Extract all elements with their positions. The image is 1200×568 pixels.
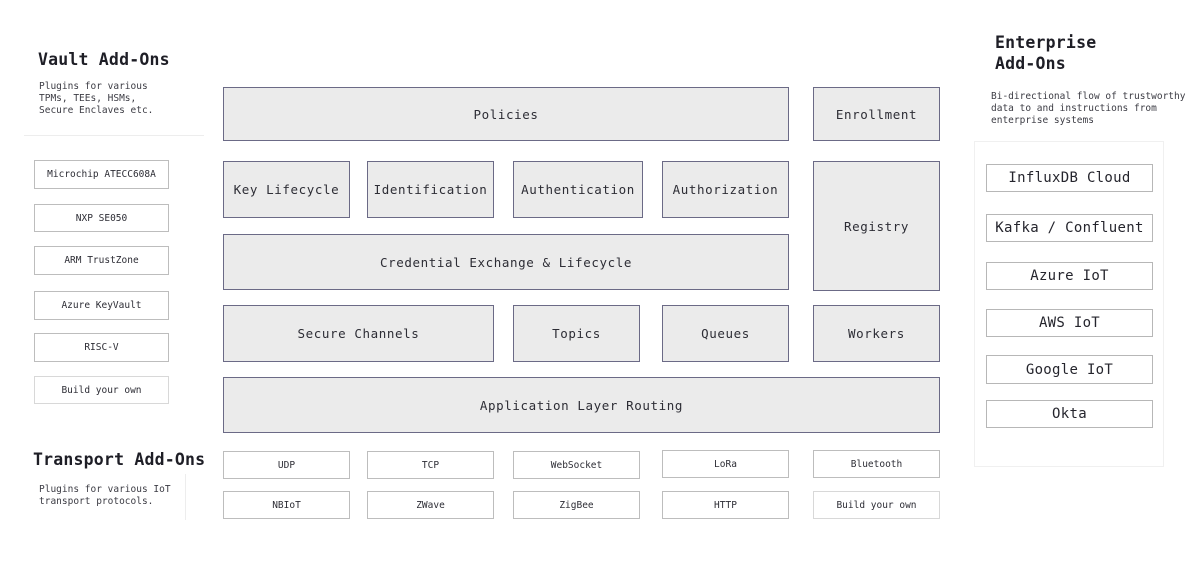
transport-desc-line: transport protocols. xyxy=(39,496,154,507)
transport-desc-line: Plugins for various IoT xyxy=(39,484,171,495)
transport-item-nbiot[interactable]: NBIoT xyxy=(223,491,350,519)
transport-item-zwave[interactable]: ZWave xyxy=(367,491,494,519)
enterprise-item-google-iot[interactable]: Google IoT xyxy=(986,355,1153,384)
credential-exchange-block: Credential Exchange & Lifecycle xyxy=(223,234,789,290)
policies-block: Policies xyxy=(223,87,789,141)
secure-channels-block: Secure Channels xyxy=(223,305,494,362)
transport-item-tcp[interactable]: TCP xyxy=(367,451,494,479)
transport-item-http[interactable]: HTTP xyxy=(662,491,789,519)
registry-block: Registry xyxy=(813,161,940,291)
vault-addons-heading: Vault Add-Ons xyxy=(38,50,170,69)
workers-block: Workers xyxy=(813,305,940,362)
transport-addons-description: Plugins for various IoT transport protoc… xyxy=(39,484,171,508)
enterprise-addons-heading: Enterprise Add-Ons xyxy=(995,32,1096,74)
authorization-block: Authorization xyxy=(662,161,789,218)
topics-block: Topics xyxy=(513,305,640,362)
enterprise-desc-line: enterprise systems xyxy=(991,115,1094,126)
enterprise-item-okta[interactable]: Okta xyxy=(986,400,1153,428)
enterprise-item-kafka-confluent[interactable]: Kafka / Confluent xyxy=(986,214,1153,242)
transport-item-bluetooth[interactable]: Bluetooth xyxy=(813,450,940,478)
vault-item-nxp-se050[interactable]: NXP SE050 xyxy=(34,204,169,232)
enrollment-block: Enrollment xyxy=(813,87,940,141)
enterprise-desc-line: data to and instructions from xyxy=(991,103,1157,114)
enterprise-desc-line: Bi-directional flow of trustworthy xyxy=(991,91,1186,102)
transport-divider xyxy=(185,474,186,520)
application-layer-routing-block: Application Layer Routing xyxy=(223,377,940,433)
transport-item-lora[interactable]: LoRa xyxy=(662,450,789,478)
enterprise-panel xyxy=(974,141,1164,467)
vault-desc-line: Plugins for various xyxy=(39,81,148,92)
enterprise-title-line: Add-Ons xyxy=(995,54,1066,73)
enterprise-title-line: Enterprise xyxy=(995,33,1097,52)
transport-addons-heading: Transport Add-Ons xyxy=(33,450,206,469)
transport-item-websocket[interactable]: WebSocket xyxy=(513,451,640,479)
vault-item-microchip-atecc608a[interactable]: Microchip ATECC608A xyxy=(34,160,169,189)
enterprise-item-influxdb-cloud[interactable]: InfluxDB Cloud xyxy=(986,164,1153,192)
vault-item-risc-v[interactable]: RISC-V xyxy=(34,333,169,362)
vault-item-build-your-own[interactable]: Build your own xyxy=(34,376,169,404)
vault-item-azure-keyvault[interactable]: Azure KeyVault xyxy=(34,291,169,320)
transport-item-zigbee[interactable]: ZigBee xyxy=(513,491,640,519)
transport-item-udp[interactable]: UDP xyxy=(223,451,350,479)
vault-desc-line: Secure Enclaves etc. xyxy=(39,105,154,116)
vault-addons-description: Plugins for various TPMs, TEEs, HSMs, Se… xyxy=(39,81,153,117)
key-lifecycle-block: Key Lifecycle xyxy=(223,161,350,218)
vault-divider xyxy=(24,135,204,136)
identification-block: Identification xyxy=(367,161,494,218)
enterprise-item-azure-iot[interactable]: Azure IoT xyxy=(986,262,1153,290)
transport-item-build-your-own[interactable]: Build your own xyxy=(813,491,940,519)
vault-desc-line: TPMs, TEEs, HSMs, xyxy=(39,93,137,104)
queues-block: Queues xyxy=(662,305,789,362)
enterprise-item-aws-iot[interactable]: AWS IoT xyxy=(986,309,1153,337)
authentication-block: Authentication xyxy=(513,161,643,218)
vault-item-arm-trustzone[interactable]: ARM TrustZone xyxy=(34,246,169,275)
enterprise-addons-description: Bi-directional flow of trustworthy data … xyxy=(991,91,1185,127)
